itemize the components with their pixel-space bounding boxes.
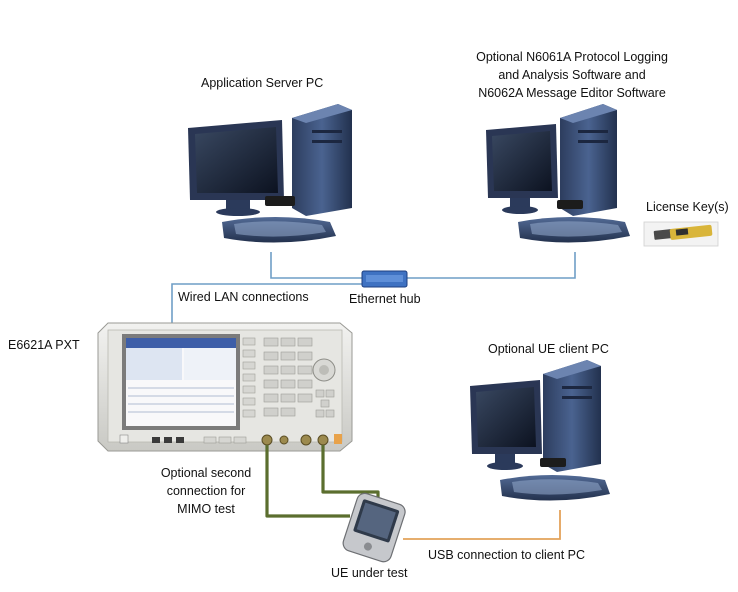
usb-cable <box>403 510 561 540</box>
ue-client-pc-icon <box>470 360 610 501</box>
ethernet-hub-icon <box>361 270 408 288</box>
usb-key-icon <box>643 221 719 247</box>
signal-analyzer-icon <box>97 322 353 452</box>
software-pc-icon <box>486 104 630 243</box>
ue-under-test-label: UE under test <box>331 566 408 580</box>
wired-lan-label: Wired LAN connections <box>178 290 309 304</box>
usb-connection-label: USB connection to client PC <box>428 548 586 562</box>
application-server-pc-icon <box>188 104 352 243</box>
mimo-label-1: Optional second <box>160 466 252 480</box>
application-server-label: Application Server PC <box>201 76 324 90</box>
ethernet-hub-label: Ethernet hub <box>349 292 421 306</box>
handset-icon <box>342 492 406 563</box>
optional-software-label-1: Optional N6061A Protocol Logging <box>476 50 668 64</box>
ue-client-label: Optional UE client PC <box>488 342 609 356</box>
lan-lines <box>171 252 576 330</box>
mimo-label-2: connection for <box>166 484 246 498</box>
optional-software-label-2: and Analysis Software and <box>498 68 646 82</box>
pxt-label: E6621A PXT <box>8 338 80 352</box>
mimo-label-3: MIMO test <box>177 502 235 516</box>
optional-software-label-3: N6062A Message Editor Software <box>478 86 666 100</box>
license-key-label: License Key(s) <box>646 200 729 214</box>
